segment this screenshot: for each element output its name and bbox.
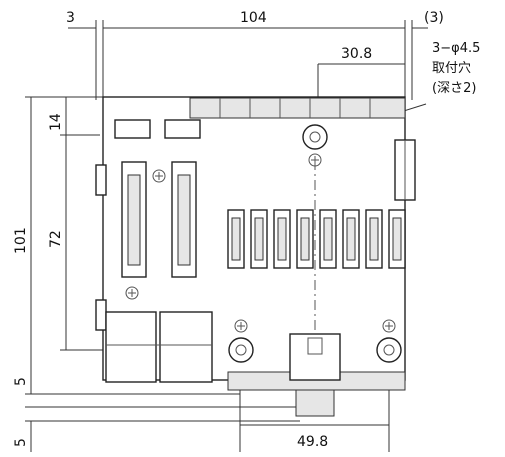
hole-note-line2: 取付穴: [432, 61, 471, 76]
dim-bottom-margin-1: 5: [13, 377, 29, 386]
dim-bottom-margin-2: 5: [13, 438, 29, 447]
dim-hole-offset: 30.8: [341, 46, 372, 62]
dim-overall-width: 104: [240, 10, 267, 26]
hole-note-line1: 3−φ4.5: [432, 41, 480, 56]
dim-right-gap: (3): [424, 10, 444, 26]
dim-top-left-gap: 3: [66, 10, 75, 26]
hole-note-line3: (深さ2): [432, 81, 476, 96]
device-body: [95, 96, 416, 420]
dim-top-offset: 14: [48, 113, 64, 131]
bottom-dimension-lines: [239, 380, 390, 452]
small-connectors: [227, 209, 406, 269]
dim-height-inner: 72: [48, 230, 64, 248]
dim-bottom-span: 49.8: [297, 434, 328, 450]
dim-height-overall: 101: [13, 227, 29, 254]
